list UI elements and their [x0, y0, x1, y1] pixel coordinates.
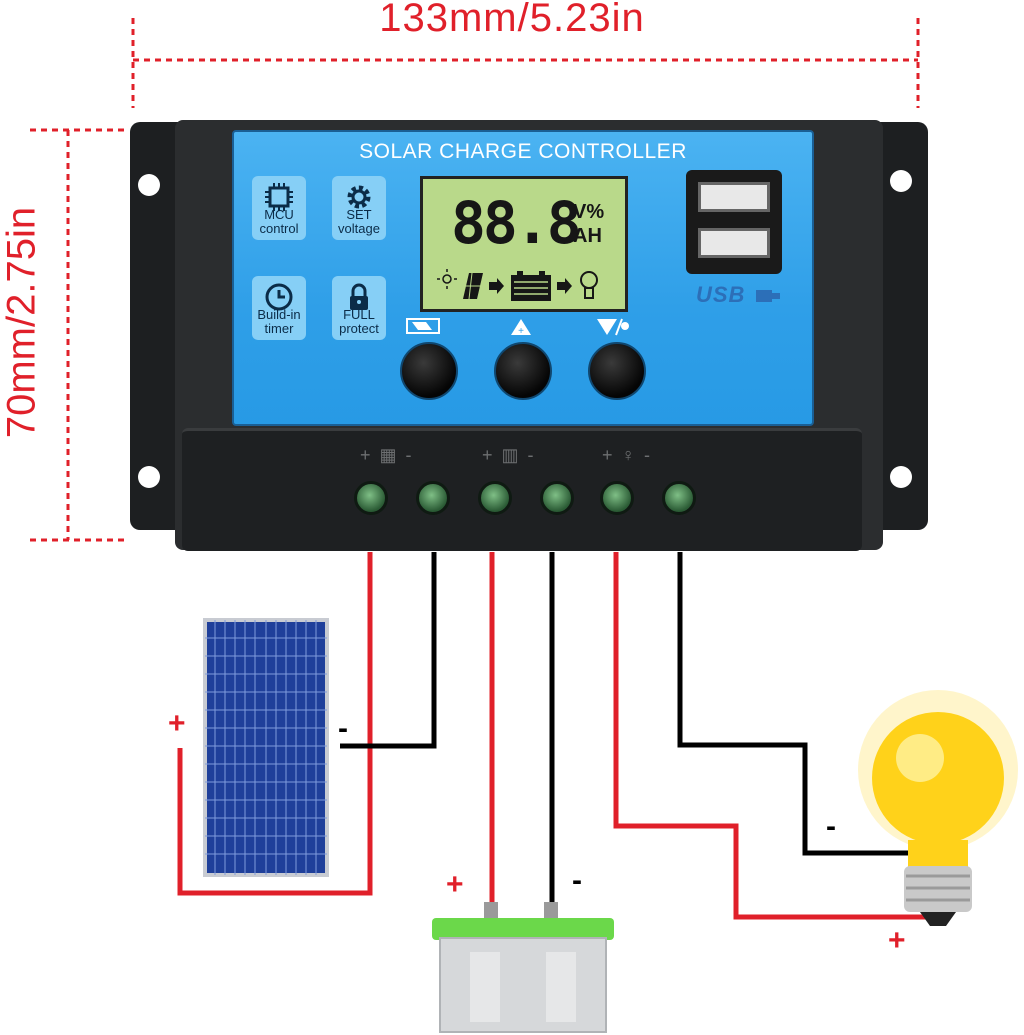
light-bulb: [858, 690, 1018, 926]
lcd-flow-icons: [437, 269, 598, 301]
lcd-unit-bottom: AH: [573, 225, 602, 247]
terminal-label-panel: + ▦ -: [360, 445, 414, 465]
terminal-label-battery: + ▥ -: [482, 445, 536, 465]
chip-icon: [265, 183, 293, 211]
wire-load-plus: [613, 552, 930, 920]
feature-label: timer: [264, 321, 294, 336]
dimension-lines: [30, 18, 920, 542]
battery: [432, 902, 614, 1033]
load-minus-sign: -: [826, 810, 836, 843]
lcd-unit-top: V%: [573, 201, 605, 223]
usb-plug-icon: [756, 290, 780, 302]
terminal-block: + ▦ - + ▥ - + ♀ -: [182, 428, 862, 551]
solar-panel: [203, 618, 329, 877]
terminal-label-load: + ♀ -: [602, 445, 653, 465]
width-dimension-label: 133mm/5.23in: [332, 0, 692, 41]
wire-load-minus: [677, 552, 910, 856]
terminal-screw-panel-minus[interactable]: [416, 481, 450, 515]
down-light-icon: [596, 318, 630, 339]
menu-button[interactable]: [400, 342, 458, 400]
terminal-screw-load-plus[interactable]: [600, 481, 634, 515]
lcd-display: 88.8 V% AH: [420, 176, 628, 312]
wire-panel-minus: [340, 552, 437, 749]
battery-plus-sign: +: [446, 868, 464, 901]
terminal-screw-battery-plus[interactable]: [478, 481, 512, 515]
bulb-icon: [580, 271, 598, 299]
arrow-icon: [489, 278, 504, 294]
lcd-digits: 88.8: [451, 189, 582, 257]
arrow-icon: [557, 278, 572, 294]
panel-minus-sign: -: [338, 712, 348, 745]
feature-label: SET: [346, 207, 372, 222]
battery-icon: [511, 271, 551, 301]
mount-hole: [138, 174, 160, 196]
up-button[interactable]: [494, 342, 552, 400]
usb-port[interactable]: [698, 228, 770, 258]
mount-hole: [890, 170, 912, 192]
terminal-screw-battery-minus[interactable]: [540, 481, 574, 515]
mount-hole: [890, 466, 912, 488]
feature-label: protect: [339, 321, 379, 336]
feature-label: MCU: [264, 207, 294, 222]
terminal-screw-load-minus[interactable]: [662, 481, 696, 515]
up-icon: +: [510, 318, 532, 339]
gear-icon: [347, 185, 371, 209]
feature-label: FULL: [343, 307, 375, 322]
feature-label: voltage: [338, 221, 380, 236]
wire-panel-plus: [177, 552, 373, 896]
lock-icon: [350, 283, 368, 310]
controller-title: SOLAR CHARGE CONTROLLER: [359, 140, 687, 163]
panel-icon: [463, 272, 483, 300]
feature-label: control: [259, 221, 299, 236]
battery-minus-sign: -: [572, 864, 582, 897]
panel-plus-sign: +: [168, 707, 186, 740]
svg-text:+: +: [518, 326, 524, 336]
menu-icon: [406, 318, 440, 337]
mount-hole: [138, 466, 160, 488]
load-plus-sign: +: [888, 924, 906, 957]
down-light-button[interactable]: [588, 342, 646, 400]
clock-icon: [265, 283, 293, 311]
usb-port[interactable]: [698, 182, 770, 212]
usb-label: USB: [696, 282, 746, 307]
usb-port-housing: [686, 170, 782, 274]
feature-label: Build-in: [257, 307, 301, 322]
sun-icon: [437, 269, 457, 289]
terminal-screw-panel-plus[interactable]: [354, 481, 388, 515]
